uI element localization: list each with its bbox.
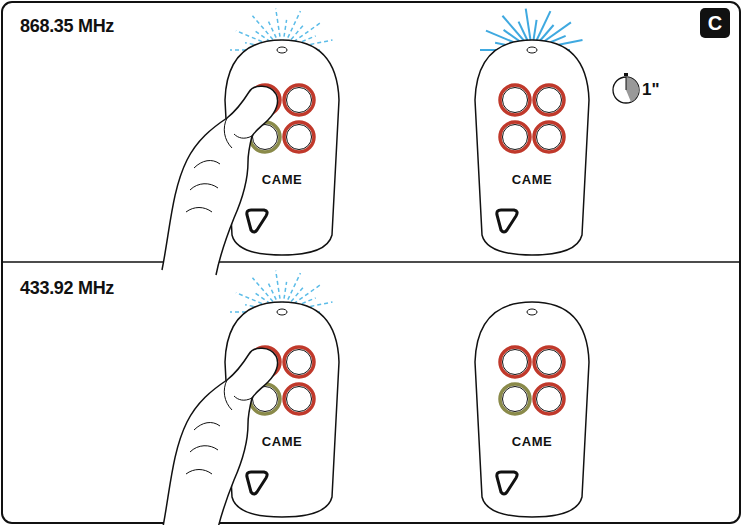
panel-letter: C xyxy=(708,12,722,35)
brand-logo: CAME xyxy=(511,173,553,187)
brand-logo: CAME xyxy=(511,435,553,449)
frequency-label: 868.35 MHz xyxy=(20,16,114,37)
brand-logo: CAME xyxy=(261,435,303,449)
light-ray xyxy=(276,271,281,306)
light-ray xyxy=(526,9,531,44)
light-ray xyxy=(285,273,301,306)
light-ray xyxy=(285,11,301,44)
brand-logo: CAME xyxy=(261,173,303,187)
panel-letter-box: C xyxy=(700,8,730,38)
frequency-label: 433.92 MHz xyxy=(20,278,114,299)
clock-icon xyxy=(613,73,639,103)
time-label: 1" xyxy=(642,80,660,100)
light-ray xyxy=(276,9,281,44)
